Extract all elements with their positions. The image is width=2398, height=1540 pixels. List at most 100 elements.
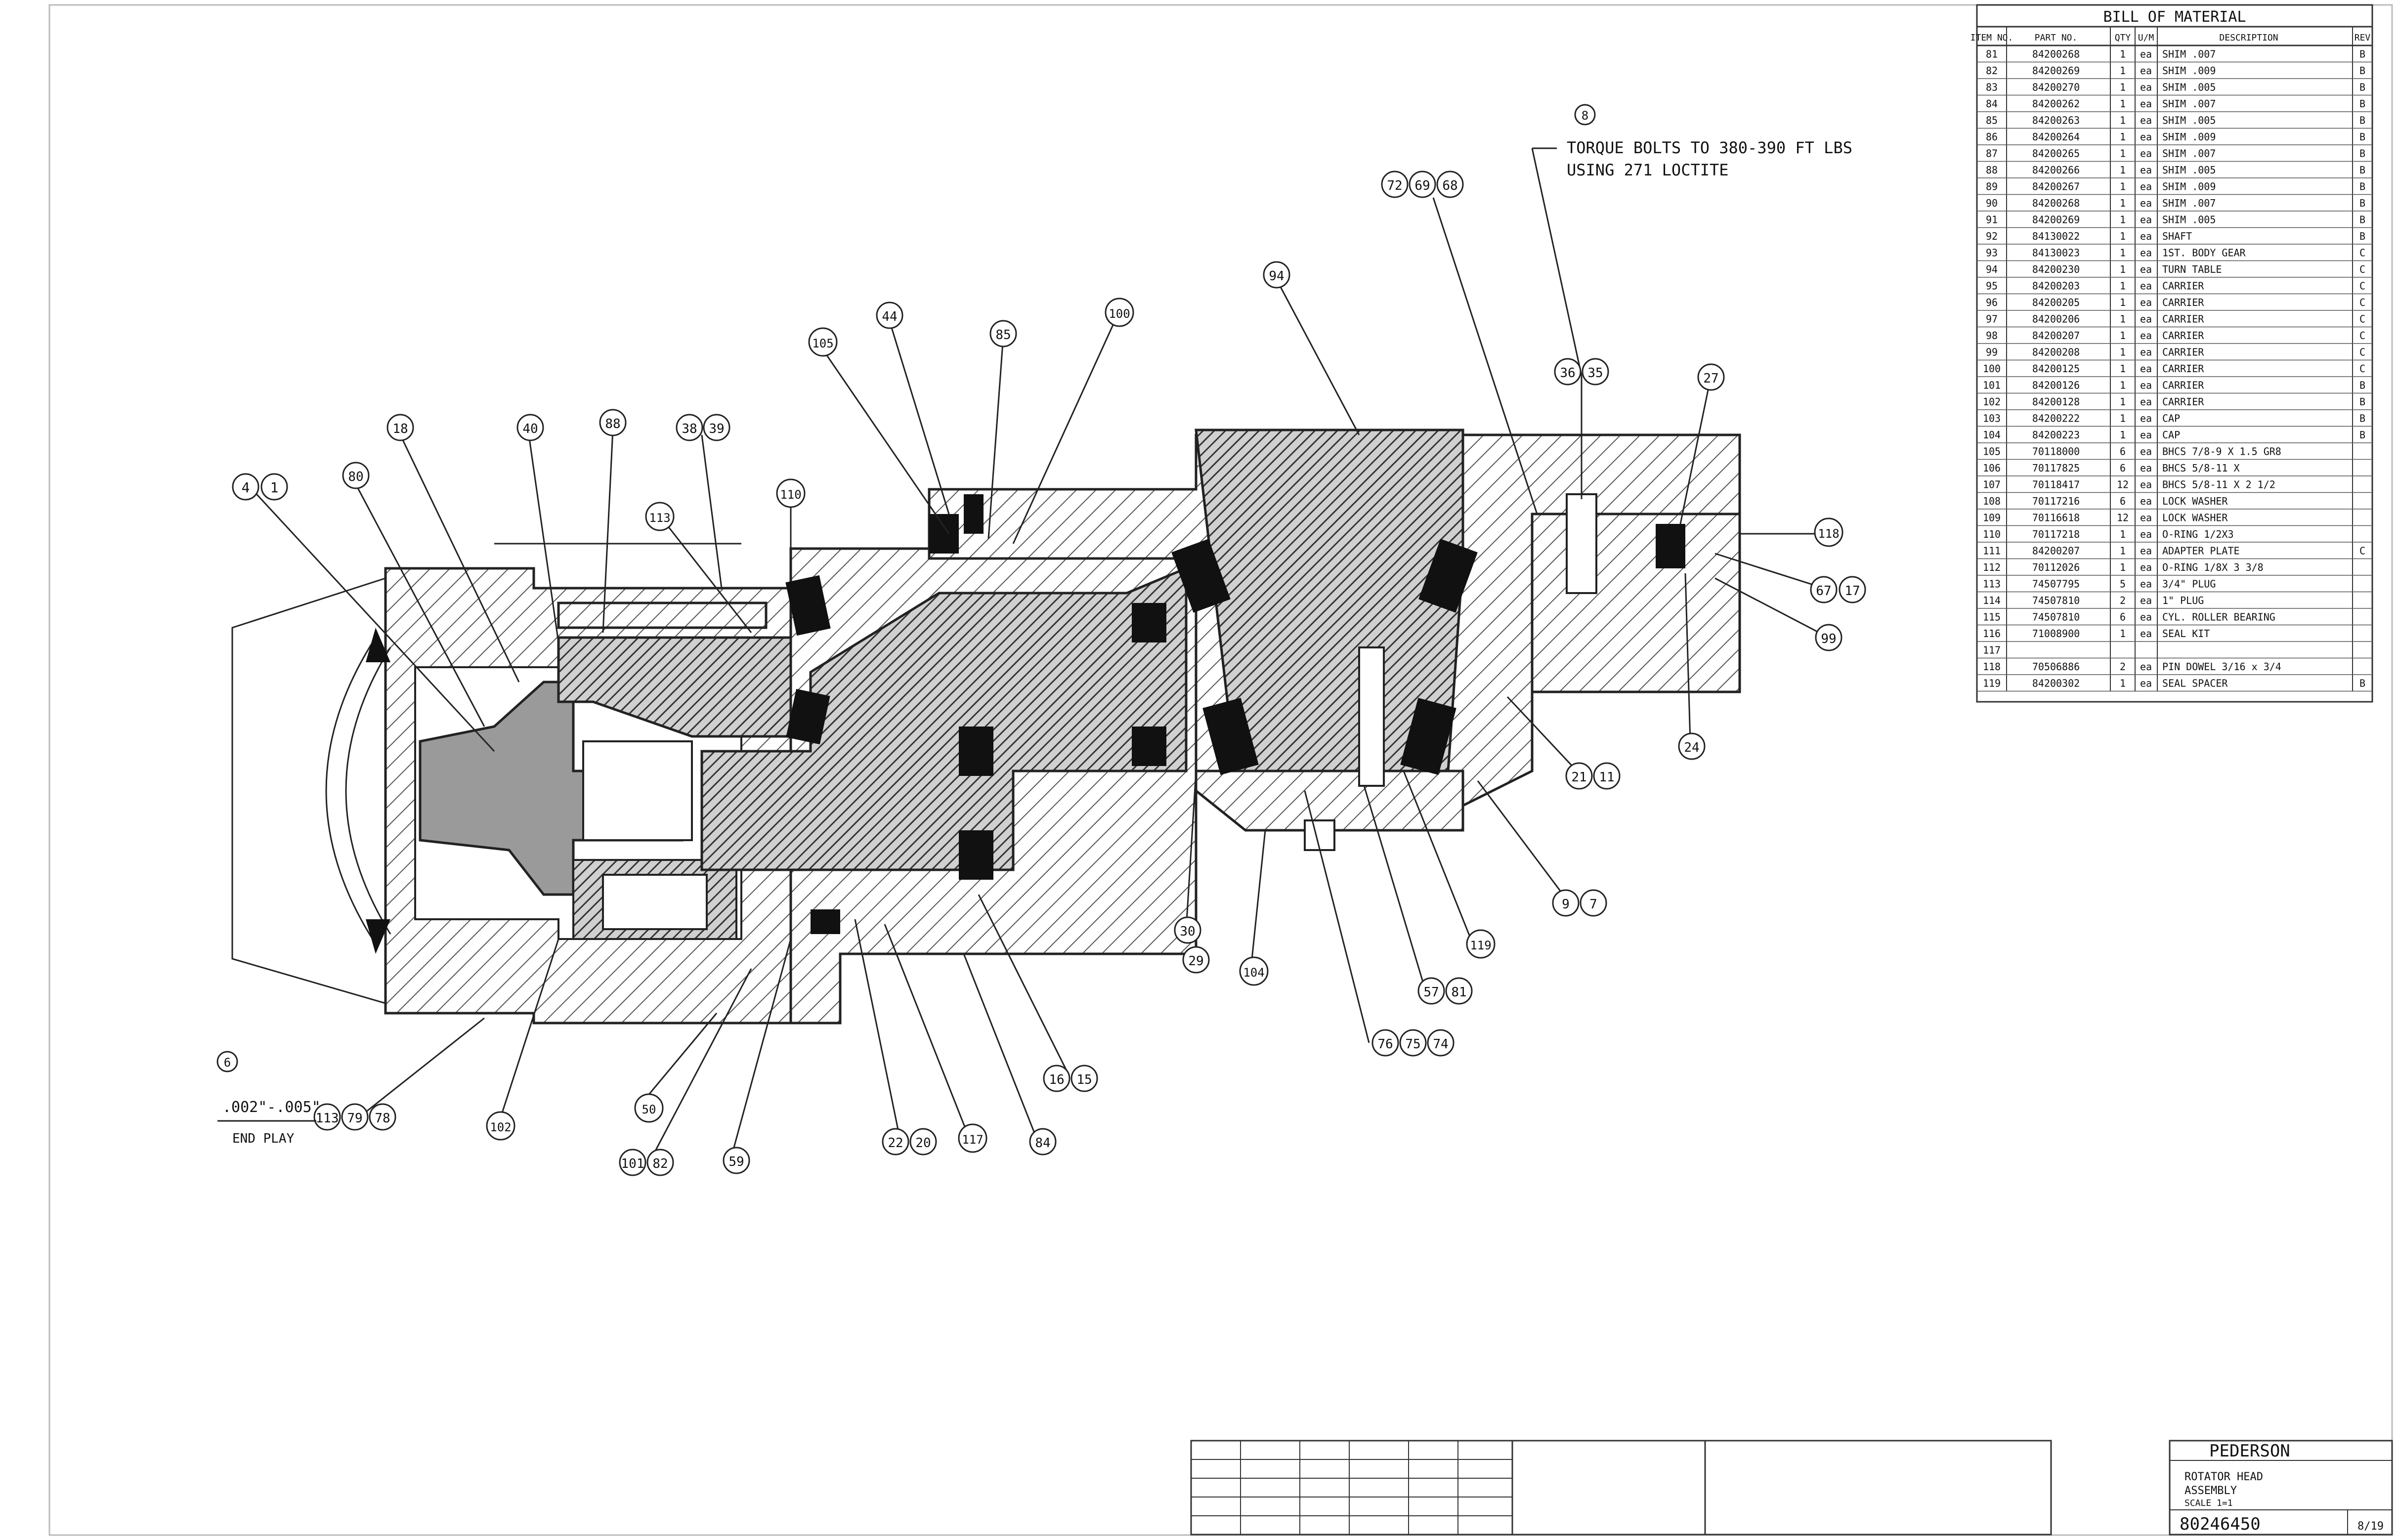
bom-cell-rev: B bbox=[2359, 115, 2365, 127]
bom-cell-item: 83 bbox=[1986, 82, 1998, 93]
bom-cell-item: 118 bbox=[1983, 661, 2001, 673]
bom-cell-rev: B bbox=[2359, 82, 2365, 93]
callout-bubble: 22 bbox=[882, 1128, 909, 1155]
bill-of-material-table: BILL OF MATERIAL ITEM NO. PART NO. QTY U… bbox=[1970, 4, 2373, 703]
bom-cell-um: ea bbox=[2140, 65, 2152, 77]
callout-bubble: 29 bbox=[1182, 946, 1210, 974]
bom-cell-desc: SHIM .005 bbox=[2162, 164, 2216, 176]
drawing-title-line2: ASSEMBLY bbox=[2184, 1485, 2237, 1497]
callout-bubble: 18 bbox=[386, 414, 414, 441]
bom-cell-item: 100 bbox=[1983, 363, 2001, 375]
bom-cell-desc: SHIM .005 bbox=[2162, 214, 2216, 226]
bom-cell-item: 95 bbox=[1986, 280, 1998, 292]
svg-text:80: 80 bbox=[348, 470, 363, 484]
bom-cell-qty: 1 bbox=[2120, 98, 2126, 110]
bom-cell-part: 84200302 bbox=[2032, 678, 2080, 689]
callout-bubble: 50 bbox=[634, 1093, 664, 1123]
bom-cell-part: 84200207 bbox=[2032, 330, 2080, 342]
bom-cell-rev: B bbox=[2359, 230, 2365, 242]
callout-bubble: 59 bbox=[723, 1147, 750, 1174]
callout-bubble: 20 bbox=[909, 1128, 937, 1155]
callout-bubble: 119 bbox=[1466, 929, 1496, 959]
bom-cell-item: 111 bbox=[1983, 545, 2001, 557]
bom-cell-desc: CYL. ROLLER BEARING bbox=[2162, 611, 2275, 623]
bom-cell-part: 84200128 bbox=[2032, 396, 2080, 408]
callout-bubble: 75 bbox=[1399, 1029, 1427, 1057]
bom-cell-qty: 1 bbox=[2120, 429, 2126, 441]
callout-bubble: 4 bbox=[232, 473, 259, 501]
bom-cell-item: 90 bbox=[1986, 197, 1998, 209]
bom-cell-um: ea bbox=[2140, 297, 2152, 308]
bom-cell-rev: B bbox=[2359, 181, 2365, 193]
bom-cell-part: 70506886 bbox=[2032, 661, 2080, 673]
bom-cell-rev: B bbox=[2359, 65, 2365, 77]
bom-cell-desc: LOCK WASHER bbox=[2162, 512, 2228, 524]
bom-cell-qty: 5 bbox=[2120, 578, 2126, 590]
svg-text:16: 16 bbox=[1049, 1072, 1064, 1087]
bom-cell-um: ea bbox=[2140, 595, 2152, 606]
bom-cell-item: 115 bbox=[1983, 611, 2001, 623]
bom-cell-qty: 1 bbox=[2120, 197, 2126, 209]
bom-cell-item: 104 bbox=[1983, 429, 2001, 441]
svg-text:39: 39 bbox=[709, 422, 724, 436]
callout-bubble: 27 bbox=[1697, 363, 1725, 391]
bom-cell-um: ea bbox=[2140, 98, 2152, 110]
bom-cell-rev: B bbox=[2359, 98, 2365, 110]
callout-bubble: 7 bbox=[1580, 889, 1607, 917]
bom-cell-rev: C bbox=[2359, 247, 2365, 259]
callout-bubble: 104 bbox=[1239, 956, 1269, 986]
bom-cell-qty: 1 bbox=[2120, 297, 2126, 308]
callout-bubble: 9 bbox=[1552, 889, 1580, 917]
callout-bubble: 11 bbox=[1593, 762, 1621, 790]
bom-cell-desc: CAP bbox=[2162, 413, 2180, 425]
svg-text:PART NO.: PART NO. bbox=[2035, 33, 2078, 43]
callout-bubble: 57 bbox=[1417, 977, 1445, 1005]
bom-cell-rev: B bbox=[2359, 380, 2365, 391]
company-name: PEDERSON bbox=[2209, 1441, 2290, 1461]
callout-bubble: 35 bbox=[1582, 358, 1609, 385]
drawing-title-line1: ROTATOR HEAD bbox=[2184, 1471, 2263, 1483]
bom-cell-um: ea bbox=[2140, 280, 2152, 292]
bom-cell-um: ea bbox=[2140, 181, 2152, 193]
callout-bubble: 40 bbox=[516, 414, 544, 441]
callout-bubble: 30 bbox=[1174, 916, 1201, 944]
callout-bubble: 69 bbox=[1409, 171, 1436, 198]
bom-cell-desc: BHCS 5/8-11 X 2 1/2 bbox=[2162, 479, 2275, 491]
bom-cell-um: ea bbox=[2140, 131, 2152, 143]
bom-cell-desc: PIN DOWEL 3/16 x 3/4 bbox=[2162, 661, 2281, 673]
svg-text:79: 79 bbox=[347, 1111, 362, 1126]
svg-text:ITEM NO.: ITEM NO. bbox=[1970, 33, 2013, 43]
svg-text:105: 105 bbox=[812, 337, 833, 350]
callout-bubble: 88 bbox=[599, 409, 627, 436]
callout-bubble: 21 bbox=[1565, 762, 1593, 790]
svg-text:QTY: QTY bbox=[2115, 33, 2131, 43]
bom-header-row: ITEM NO. PART NO. QTY U/M DESCRIPTION RE… bbox=[1970, 33, 2371, 43]
svg-text:40: 40 bbox=[522, 422, 538, 436]
bom-cell-part: 74507795 bbox=[2032, 578, 2080, 590]
bom-cell-rev: B bbox=[2359, 148, 2365, 160]
bom-cell-desc: SHIM .009 bbox=[2162, 65, 2216, 77]
bom-cell-desc: SHIM .005 bbox=[2162, 115, 2216, 127]
bom-cell-item: 113 bbox=[1983, 578, 2001, 590]
callout-bubble: 113 bbox=[313, 1103, 341, 1131]
callout-bubble: 79 bbox=[341, 1103, 369, 1131]
svg-text:110: 110 bbox=[780, 488, 801, 502]
bom-cell-rev: B bbox=[2359, 413, 2365, 425]
bom-cell-um: ea bbox=[2140, 611, 2152, 623]
bom-cell-part: 84200266 bbox=[2032, 164, 2080, 176]
bom-cell-rev: C bbox=[2359, 330, 2365, 342]
bom-cell-part: 84200268 bbox=[2032, 48, 2080, 60]
bom-cell-item: 106 bbox=[1983, 462, 2001, 474]
svg-text:U/M: U/M bbox=[2138, 33, 2154, 43]
